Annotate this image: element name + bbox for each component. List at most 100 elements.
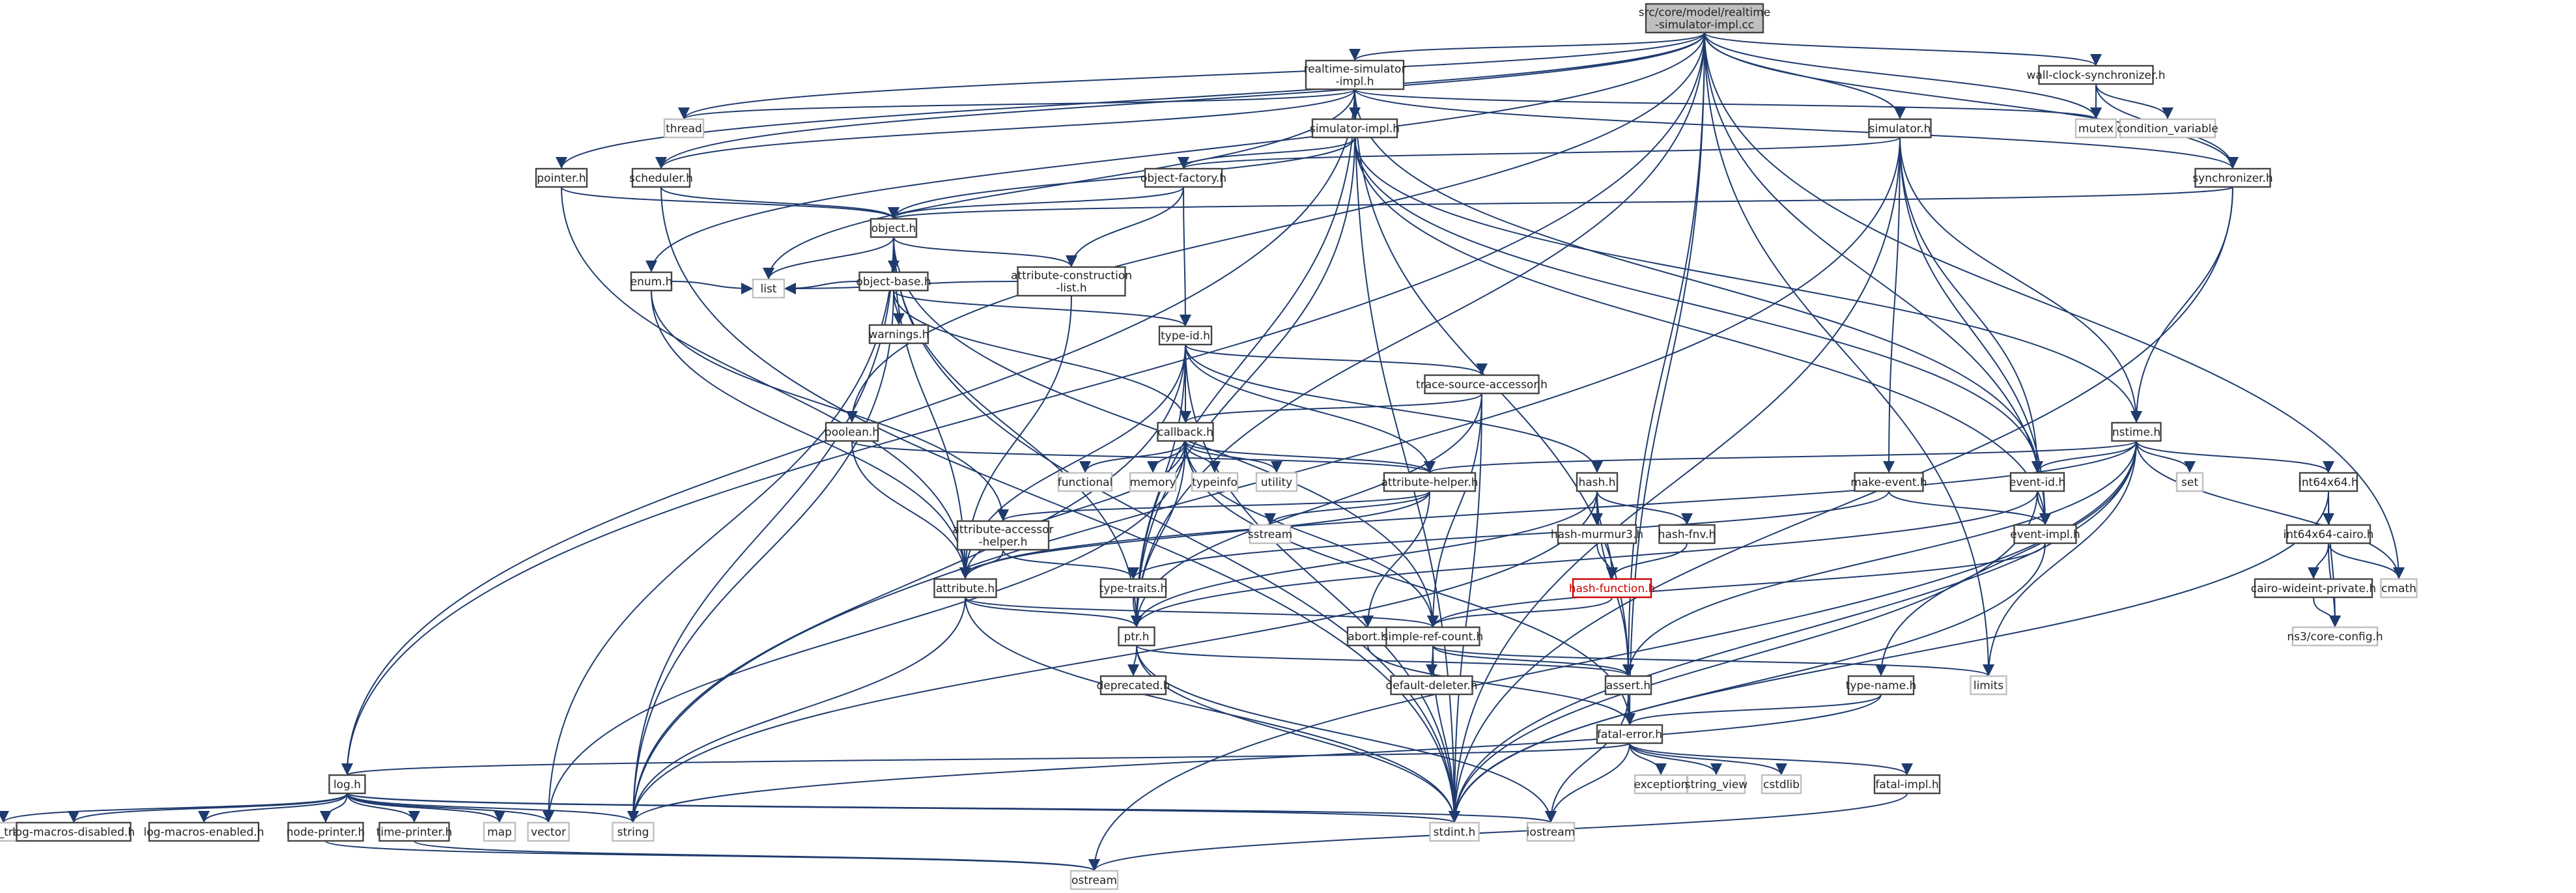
node-box — [1761, 774, 1802, 795]
node-label: condition_variable — [2117, 122, 2218, 135]
node-label: attribute-construction — [1011, 270, 1132, 283]
node-hash-function-h[interactable]: hash-function.h — [1569, 578, 1656, 599]
node-type-name-h[interactable]: type-name.h — [1846, 675, 1917, 696]
node-warnings-h[interactable]: warnings.h — [868, 324, 929, 345]
node-label: ns3/core-config.h — [2287, 631, 2383, 644]
edge-event_impl_h-to-simple_ref_count_h — [1427, 543, 2046, 628]
node-box — [1390, 675, 1473, 696]
node-stdint-h[interactable]: stdint.h — [1429, 821, 1480, 842]
node-utility[interactable]: utility — [1255, 472, 1298, 492]
edge-object_base_h-to-callback_h — [893, 290, 1191, 423]
node-hash-murmur3-h[interactable]: hash-murmur3.h — [1551, 524, 1643, 545]
node-string[interactable]: string — [612, 821, 655, 842]
node-enum-h[interactable]: enum.h — [630, 271, 673, 292]
node-box — [1658, 524, 1716, 545]
node-wall-clock-sync-h[interactable]: wall-clock-synchronizer.h — [2026, 64, 2166, 85]
node-label: node-printer.h — [287, 826, 365, 839]
node-hash-h[interactable]: hash.h — [1576, 472, 1619, 492]
node-simulator-h[interactable]: simulator.h — [1868, 118, 1932, 139]
node-functional[interactable]: functional — [1058, 472, 1113, 492]
node-box — [1429, 821, 1480, 842]
edge-root-to-cmath — [1704, 32, 2405, 580]
node-exception[interactable]: exception — [1634, 774, 1688, 795]
node-ptr-h[interactable]: ptr.h — [1118, 626, 1155, 647]
node-assert-h[interactable]: assert.h — [1604, 675, 1652, 696]
node-string-view[interactable]: string_view — [1685, 774, 1748, 795]
node-condition-variable[interactable]: condition_variable — [2117, 118, 2218, 139]
node-nstime-h[interactable]: nstime.h — [2111, 421, 2162, 442]
node-type-traits-h[interactable]: type-traits.h — [1099, 578, 1168, 599]
node-object-factory-h[interactable]: object-factory.h — [1140, 167, 1226, 188]
node-ostream[interactable]: ostream — [1069, 870, 1119, 890]
node-label: int64x64.h — [2299, 476, 2358, 489]
node-attr-accessor-helper-h[interactable]: attribute-accessor-helper.h — [953, 520, 1054, 551]
edge-hash_h-to-hash_fnv_h — [1596, 490, 1693, 526]
node-trace-source-accessor-h[interactable]: trace-source-accessor.h — [1416, 374, 1548, 395]
node-log-macros-enabled-h[interactable]: log-macros-enabled.h — [144, 821, 264, 842]
node-int64x64-h[interactable]: int64x64.h — [2299, 472, 2358, 492]
node-synchronizer-h[interactable]: synchronizer.h — [2192, 167, 2273, 188]
node-cmath[interactable]: cmath — [2380, 578, 2418, 599]
node-hash-fnv-h[interactable]: hash-fnv.h — [1658, 524, 1716, 545]
node-type-id-h[interactable]: type-id.h — [1158, 325, 1213, 346]
node-label: limits — [1974, 679, 2003, 692]
node-simple-ref-count-h[interactable]: simple-ref-count.h — [1383, 626, 1484, 647]
node-label: boolean.h — [825, 426, 879, 439]
node-object-base-h[interactable]: object-base.h — [856, 271, 931, 292]
node-ns3-core-config-h[interactable]: ns3/core-config.h — [2287, 626, 2383, 647]
node-boolean-h[interactable]: boolean.h — [825, 421, 879, 442]
node-log-h[interactable]: log.h — [328, 774, 366, 795]
node-thread[interactable]: thread — [663, 118, 705, 139]
node-vector[interactable]: vector — [527, 821, 570, 842]
node-object-h[interactable]: object.h — [870, 218, 918, 238]
node-scheduler-h[interactable]: scheduler.h — [629, 167, 693, 188]
node-deprecated-h[interactable]: deprecated.h — [1097, 675, 1170, 696]
node-label: -helper.h — [979, 536, 1028, 549]
node-event-impl-h[interactable]: event-impl.h — [2010, 524, 2080, 545]
node-iostream[interactable]: iostream — [1527, 821, 1576, 842]
node-make-event-h[interactable]: make-event.h — [1850, 472, 1927, 492]
node-cstdlib[interactable]: cstdlib — [1761, 774, 1802, 795]
node-memory[interactable]: memory — [1129, 472, 1177, 492]
node-box — [1118, 626, 1155, 647]
node-map[interactable]: map — [483, 821, 517, 842]
edge-attribute_h-to-string — [627, 597, 966, 823]
node-box — [1305, 59, 1405, 91]
node-pointer-h[interactable]: pointer.h — [535, 167, 588, 188]
node-sstream[interactable]: sstream — [1248, 524, 1292, 545]
node-limits[interactable]: limits — [1970, 675, 2007, 696]
node-attribute-helper-h[interactable]: attribute-helper.h — [1381, 472, 1479, 492]
node-label: object.h — [871, 222, 916, 235]
node-attr-construction-list-h[interactable]: attribute-construction-list.h — [1011, 266, 1132, 297]
node-fatal-error-h[interactable]: fatal-error.h — [1596, 724, 1663, 744]
node-simulator-impl-h[interactable]: simulator-impl.h — [1310, 118, 1400, 139]
edge-event_impl_h-to-stdint_h — [1449, 543, 2046, 823]
node-log-macros-disabled-h[interactable]: log-macros-disabled.h — [12, 821, 135, 842]
edge-fatal_impl_h-to-ostream — [1088, 793, 1908, 872]
node-int64x64-cairo-h[interactable]: int64x64-cairo.h — [2283, 524, 2374, 545]
edge-object_h-to-string — [627, 236, 894, 823]
node-set[interactable]: set — [2175, 472, 2204, 492]
node-fatal-impl-h[interactable]: fatal-impl.h — [1873, 774, 1941, 795]
node-box — [483, 821, 517, 842]
edge-nstime_h-to-set — [2136, 440, 2196, 474]
node-label: sstream — [1248, 528, 1292, 541]
edge-log_h-to-vector — [347, 793, 554, 823]
node-label: nstime.h — [2112, 426, 2160, 439]
node-mutex[interactable]: mutex — [2074, 118, 2117, 139]
node-typeinfo[interactable]: typeinfo — [1191, 472, 1239, 492]
node-time-printer-h[interactable]: time-printer.h — [376, 821, 453, 842]
node-node-printer-h[interactable]: node-printer.h — [287, 821, 365, 842]
node-list[interactable]: list — [752, 278, 786, 299]
node-rt-sim-impl-h[interactable]: realtime-simulator-impl.h — [1304, 59, 1406, 91]
node-root[interactable]: src/core/model/realtime-simulator-impl.c… — [1639, 3, 1770, 34]
node-event-id-h[interactable]: event-id.h — [2009, 472, 2065, 492]
node-label: trace-source-accessor.h — [1416, 378, 1548, 391]
node-cairo-wideint-private-h[interactable]: cairo-wideint-private.h — [2251, 578, 2376, 599]
edge-layer — [0, 32, 2405, 872]
node-attribute-h[interactable]: attribute.h — [933, 578, 997, 599]
edge-assert_h-to-iostream — [1545, 694, 1629, 823]
edge-synchronizer_h-to-stdint_h — [1449, 186, 2233, 823]
node-callback-h[interactable]: callback.h — [1157, 421, 1214, 442]
node-default-deleter-h[interactable]: default-deleter.h — [1385, 675, 1478, 696]
